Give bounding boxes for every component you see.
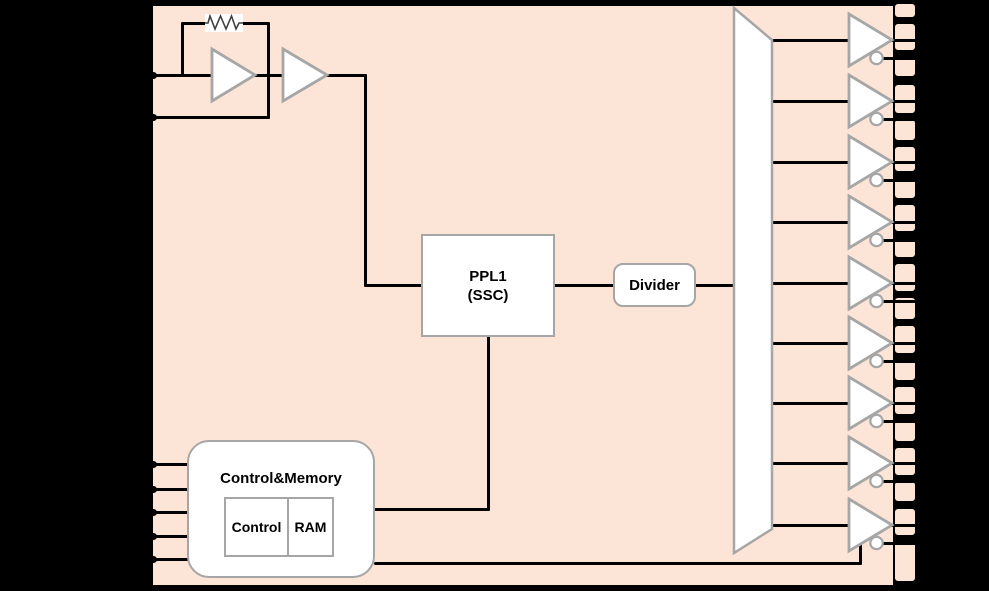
wire xyxy=(148,534,191,538)
wire xyxy=(889,160,917,164)
wire xyxy=(879,541,917,545)
junction-dot xyxy=(149,532,157,540)
ram-box: RAM xyxy=(287,497,334,557)
wire xyxy=(889,220,917,224)
wire xyxy=(253,73,285,77)
junction-dot xyxy=(149,485,157,493)
wire xyxy=(770,341,851,345)
junction-dot xyxy=(149,71,157,79)
divider-label: Divider xyxy=(629,276,680,294)
wire xyxy=(879,479,917,483)
wire xyxy=(148,462,191,466)
divider-block: Divider xyxy=(613,263,696,307)
wire xyxy=(148,115,270,119)
wire xyxy=(770,220,851,224)
wire xyxy=(889,461,917,465)
wire xyxy=(486,335,490,511)
control-box: Control xyxy=(224,497,289,557)
wire xyxy=(879,178,917,182)
wire xyxy=(148,510,191,514)
output-pin xyxy=(893,385,917,416)
chip-edge-strip xyxy=(893,583,918,588)
output-pin xyxy=(893,83,917,115)
output-pin xyxy=(893,145,917,173)
wire xyxy=(889,38,917,42)
wire xyxy=(879,419,917,423)
wire xyxy=(889,523,917,527)
wire xyxy=(148,487,191,491)
junction-dot xyxy=(149,113,157,121)
output-pin xyxy=(893,507,917,537)
pll-block: PPL1 (SSC) xyxy=(421,234,555,337)
output-pin xyxy=(893,22,917,52)
wire xyxy=(879,359,917,363)
wire xyxy=(889,281,917,285)
wire xyxy=(879,299,917,303)
wire xyxy=(879,117,917,121)
junction-dot xyxy=(149,460,157,468)
resistor-zigzag-icon xyxy=(205,13,243,32)
junction-dot xyxy=(149,555,157,563)
ram-label: RAM xyxy=(294,519,327,535)
wire xyxy=(770,281,851,285)
pll-label-line2: (SSC) xyxy=(467,286,509,304)
wire xyxy=(266,21,270,119)
output-pin xyxy=(893,262,917,293)
wire xyxy=(770,160,851,164)
wire xyxy=(363,283,423,287)
output-pin xyxy=(893,540,917,583)
wire xyxy=(879,238,917,242)
wire xyxy=(325,73,367,77)
wire xyxy=(770,38,851,42)
output-pin xyxy=(893,2,917,19)
control-memory-label: Control&Memory xyxy=(220,470,342,487)
wire xyxy=(553,283,615,287)
output-pin xyxy=(893,480,917,503)
output-pin xyxy=(893,324,917,355)
wire xyxy=(373,507,490,511)
wire xyxy=(770,523,851,527)
control-label: Control xyxy=(231,519,282,535)
wire xyxy=(180,21,184,77)
output-pin xyxy=(893,118,917,142)
wire xyxy=(770,461,851,465)
wire xyxy=(363,73,367,287)
junction-dot xyxy=(149,508,157,516)
wire xyxy=(148,557,191,561)
wire xyxy=(770,401,851,405)
wire xyxy=(858,542,862,565)
resistor-zigzag xyxy=(205,13,243,32)
wire xyxy=(889,401,917,405)
wire xyxy=(879,56,917,60)
pll-label-line1: PPL1 xyxy=(469,267,507,285)
wire xyxy=(373,561,862,565)
wire xyxy=(770,99,851,103)
wire xyxy=(889,341,917,345)
wire xyxy=(889,99,917,103)
feedback-resistor xyxy=(205,13,243,32)
wire xyxy=(694,283,736,287)
output-pin xyxy=(893,203,917,233)
output-pin xyxy=(893,419,917,443)
